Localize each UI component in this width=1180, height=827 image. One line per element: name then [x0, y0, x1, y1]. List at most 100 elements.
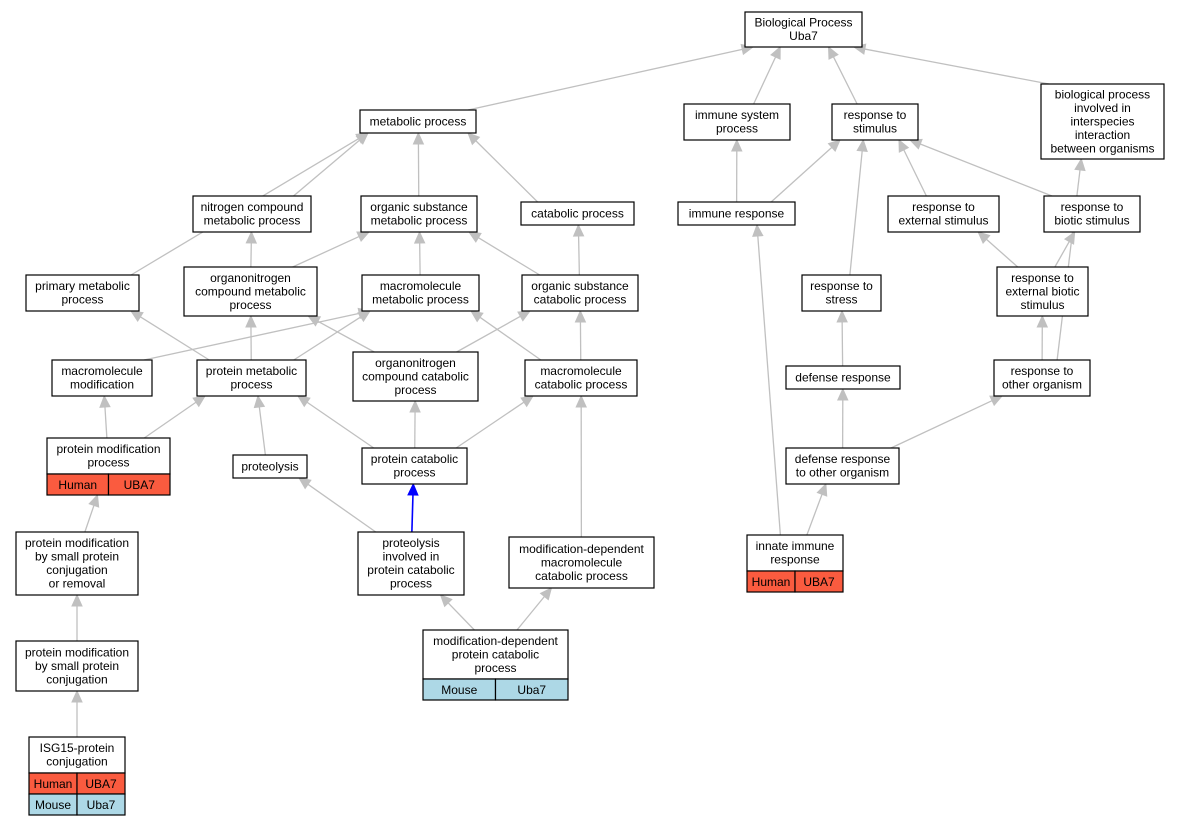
edge-innate-to-def_other	[806, 494, 823, 536]
edge-prot_mod-to-macro_mod	[104, 406, 108, 439]
node-metabolic[interactable]: metabolic process	[359, 109, 477, 134]
node-label-line: stimulus	[853, 122, 897, 136]
edge-catabolic-to-metabolic	[475, 140, 539, 203]
node-label-line: response to	[1061, 200, 1124, 214]
node-label-line: protein modification	[25, 536, 129, 550]
node-label-line: defense response	[795, 452, 891, 466]
node-label-line: response to	[912, 200, 975, 214]
edge-nitrogen-to-metabolic	[293, 139, 361, 197]
gene-label: UBA7	[124, 478, 156, 492]
node-proteolysis[interactable]: proteolysis	[232, 454, 308, 479]
node-moddep-macro[interactable]: modification-dependentmacromoleculecatab…	[508, 536, 655, 589]
edge-interspecies-to-bp	[864, 48, 1050, 85]
node-label-line: biological process	[1055, 87, 1150, 101]
node-label-line: metabolic process	[204, 214, 301, 228]
edge-def_other-to-resp_other	[890, 400, 993, 449]
node-label-line: process	[61, 293, 103, 307]
species-label: Mouse	[35, 798, 71, 812]
edge-prot_cat-to-prot_met	[306, 401, 375, 449]
node-label-line: organic substance	[370, 200, 468, 214]
arrowhead-icon	[245, 230, 258, 244]
arrowhead-icon	[539, 587, 553, 601]
arrowhead-icon	[298, 477, 312, 490]
arrowhead-icon	[574, 309, 587, 323]
species-label: Human	[752, 575, 791, 589]
node-box	[744, 11, 863, 48]
node-label-line: response to	[1011, 271, 1074, 285]
arrowhead-icon	[731, 138, 743, 152]
arrowhead-icon	[439, 594, 453, 608]
node-label-line: catabolic process	[535, 378, 628, 392]
node-immune-resp[interactable]: immune response	[677, 201, 796, 226]
node-label-line: protein catabolic	[371, 452, 458, 466]
node-label-line: nitrogen compound	[201, 200, 304, 214]
arrowhead-icon	[836, 309, 848, 323]
node-label-line: metabolic process	[372, 293, 469, 307]
node-label-line: Uba7	[789, 29, 818, 43]
node-label-line: metabolic process	[371, 214, 468, 228]
node-label-line: Biological Process	[754, 16, 852, 30]
node-label-line: primary metabolic	[35, 279, 130, 293]
node-box	[352, 351, 479, 402]
arrowhead-icon	[470, 310, 484, 323]
edge-orgnitro_cat-to-orgnitro_met	[317, 320, 375, 353]
node-label-line: response to	[844, 108, 907, 122]
node-label-line: external stimulus	[898, 214, 988, 228]
node-defense[interactable]: defense response	[785, 365, 901, 390]
node-box	[801, 274, 882, 312]
edge-moddep_prot-to-proteo_cat	[447, 602, 475, 631]
node-box	[831, 103, 919, 141]
node-box	[232, 454, 308, 479]
arrowhead-icon	[356, 231, 371, 243]
node-label-line: modification-dependent	[433, 634, 558, 648]
species-label: Human	[58, 478, 97, 492]
node-label-line: involved in	[1074, 101, 1131, 115]
arrowhead-icon	[467, 231, 482, 243]
arrowhead-icon	[816, 482, 828, 497]
node-catabolic[interactable]: catabolic process	[520, 201, 635, 226]
node-label-line: protein modification	[56, 442, 160, 456]
node-box	[196, 359, 307, 397]
arrowhead-icon	[908, 138, 923, 150]
node-label-line: catabolic process	[535, 569, 628, 583]
node-label-line: defense response	[795, 370, 891, 384]
node-label-line: conjugation	[46, 672, 107, 686]
arrowhead-icon	[898, 138, 910, 153]
node-label-line: biotic stimulus	[1054, 214, 1129, 228]
arrowhead-icon	[192, 395, 206, 408]
node-label-line: conjugation	[46, 755, 107, 769]
node-label-line: other organism	[1002, 378, 1082, 392]
edge-proteo_cat-to-prot_cat	[411, 494, 414, 533]
edge-immune_resp-to-resp_stim	[770, 146, 833, 203]
